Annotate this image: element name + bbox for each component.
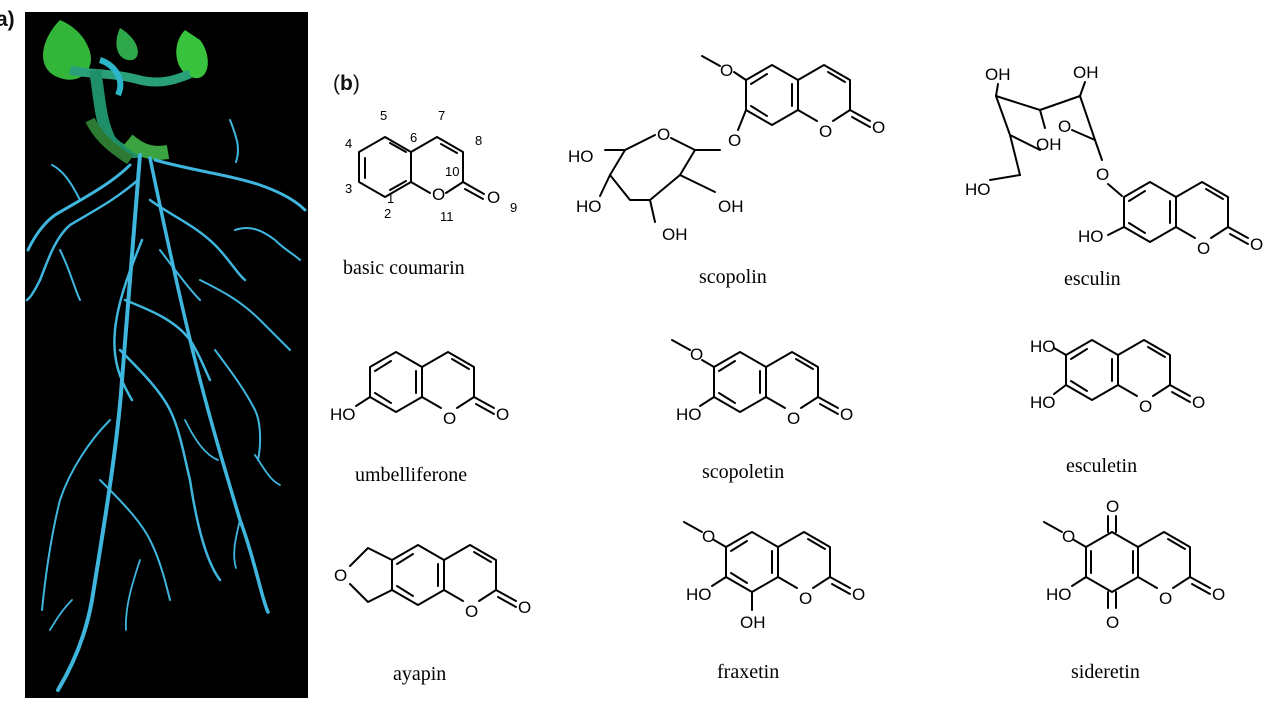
structure-umbelliferone: O O HO bbox=[330, 351, 509, 428]
compound-ayapin: O O O ayapin bbox=[334, 544, 531, 685]
svg-text:HO: HO bbox=[965, 180, 991, 199]
plant-root-photo bbox=[25, 12, 308, 698]
svg-text:O: O bbox=[487, 188, 500, 207]
atom-numbering: 1 2 3 4 5 6 7 8 9 10 11 bbox=[345, 108, 517, 224]
svg-text:HO: HO bbox=[686, 585, 712, 604]
svg-text:O: O bbox=[702, 527, 715, 546]
svg-text:6: 6 bbox=[410, 130, 417, 145]
svg-text:2: 2 bbox=[384, 206, 391, 221]
compound-name: fraxetin bbox=[717, 661, 779, 683]
svg-text:O: O bbox=[1058, 117, 1071, 136]
compound-name: esculetin bbox=[1066, 455, 1137, 477]
svg-text:O: O bbox=[799, 589, 812, 608]
svg-text:HO: HO bbox=[676, 405, 702, 424]
svg-text:11: 11 bbox=[440, 209, 454, 224]
panel-b-label: (b) bbox=[333, 72, 360, 95]
svg-text:10: 10 bbox=[445, 164, 459, 179]
compound-name: esculin bbox=[1064, 268, 1121, 290]
svg-text:8: 8 bbox=[475, 133, 482, 148]
svg-text:O: O bbox=[657, 125, 670, 144]
compound-name: scopolin bbox=[699, 266, 767, 288]
svg-text:9: 9 bbox=[510, 200, 517, 215]
compound-name: scopoletin bbox=[702, 461, 784, 483]
compound-basic-coumarin: O O 1 2 3 4 5 6 7 8 9 10 11 basic coumar… bbox=[343, 108, 517, 279]
svg-text:O: O bbox=[1212, 585, 1225, 604]
svg-text:O: O bbox=[465, 602, 478, 621]
svg-text:O: O bbox=[334, 566, 347, 585]
svg-text:OH: OH bbox=[718, 197, 744, 216]
svg-text:O: O bbox=[1197, 239, 1210, 258]
compound-esculin: OH OH OH O HO O bbox=[965, 63, 1263, 290]
svg-text:O: O bbox=[840, 405, 853, 424]
svg-text:(b): (b) bbox=[333, 72, 360, 95]
svg-text:OH: OH bbox=[985, 65, 1011, 84]
compound-umbelliferone: O O HO umbelliferone bbox=[330, 351, 509, 486]
svg-text:HO: HO bbox=[1030, 393, 1056, 412]
svg-text:O: O bbox=[1106, 497, 1119, 516]
svg-text:O: O bbox=[1139, 397, 1152, 416]
panel-a-label: a) bbox=[0, 8, 15, 31]
svg-text:HO: HO bbox=[1030, 337, 1056, 356]
structure-ayapin: O O O bbox=[334, 544, 531, 621]
svg-text:OH: OH bbox=[1073, 63, 1099, 82]
svg-text:O: O bbox=[728, 131, 741, 150]
svg-text:HO: HO bbox=[568, 147, 594, 166]
svg-text:O: O bbox=[1096, 165, 1109, 184]
svg-text:HO: HO bbox=[1078, 227, 1104, 246]
compound-fraxetin: O O O HO OH fraxetin bbox=[683, 521, 865, 683]
svg-text:OH: OH bbox=[662, 225, 688, 244]
svg-text:OH: OH bbox=[1036, 135, 1062, 154]
compound-scopolin: O O O O O HO HO OH OH scopolin bbox=[568, 55, 885, 288]
svg-text:O: O bbox=[787, 409, 800, 428]
seedling-leaves bbox=[43, 20, 208, 165]
compound-sideretin: O O O O O HO sideretin bbox=[1043, 497, 1225, 683]
svg-text:O: O bbox=[852, 585, 865, 604]
svg-text:O: O bbox=[496, 405, 509, 424]
svg-text:5: 5 bbox=[380, 108, 387, 123]
svg-text:O: O bbox=[432, 185, 445, 204]
structure-esculetin: O O HO HO bbox=[1030, 337, 1205, 416]
svg-text:O: O bbox=[518, 598, 531, 617]
svg-text:O: O bbox=[1159, 589, 1172, 608]
svg-text:O: O bbox=[1250, 235, 1263, 254]
structure-scopolin: O O O O O HO HO OH OH bbox=[568, 55, 885, 244]
compound-scopoletin: O O O HO scopoletin bbox=[671, 339, 853, 483]
svg-text:HO: HO bbox=[330, 405, 356, 424]
svg-text:OH: OH bbox=[740, 613, 766, 632]
compound-name: basic coumarin bbox=[343, 257, 465, 279]
root-system bbox=[25, 119, 307, 692]
compound-name: sideretin bbox=[1071, 661, 1140, 683]
svg-text:O: O bbox=[443, 409, 456, 428]
structure-sideretin: O O O O O HO bbox=[1043, 497, 1225, 632]
svg-text:O: O bbox=[720, 61, 733, 80]
svg-text:O: O bbox=[872, 118, 885, 137]
structure-fraxetin: O O O HO OH bbox=[683, 521, 865, 632]
svg-text:4: 4 bbox=[345, 136, 352, 151]
structure-basic-coumarin: O O bbox=[358, 136, 500, 207]
compound-esculetin: O O HO HO esculetin bbox=[1030, 337, 1205, 477]
compound-name: umbelliferone bbox=[355, 464, 467, 486]
svg-text:3: 3 bbox=[345, 181, 352, 196]
svg-text:O: O bbox=[819, 122, 832, 141]
svg-text:O: O bbox=[690, 345, 703, 364]
structure-esculin: OH OH OH O HO O bbox=[965, 63, 1263, 258]
compound-name: ayapin bbox=[393, 663, 446, 685]
svg-text:HO: HO bbox=[576, 197, 602, 216]
structure-scopoletin: O O O HO bbox=[671, 339, 853, 428]
svg-text:1: 1 bbox=[387, 191, 394, 206]
svg-text:O: O bbox=[1106, 613, 1119, 632]
svg-text:HO: HO bbox=[1046, 585, 1072, 604]
svg-text:O: O bbox=[1192, 393, 1205, 412]
svg-text:7: 7 bbox=[438, 108, 445, 123]
svg-text:O: O bbox=[1062, 527, 1075, 546]
